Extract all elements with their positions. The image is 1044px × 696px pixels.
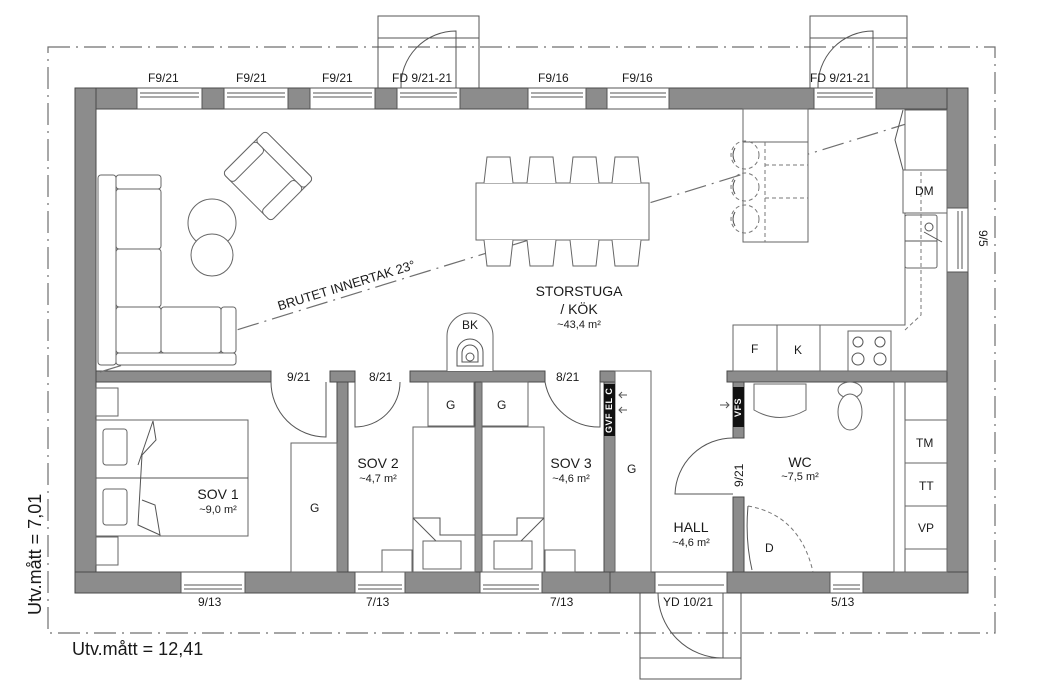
fixture-wardrobe-sov1: G xyxy=(310,501,320,515)
label-window-bottom-1: 9/13 xyxy=(198,595,222,609)
label-window-bottom-4: 5/13 xyxy=(831,595,855,609)
fixture-wardrobe-sov2: G xyxy=(446,398,456,412)
coffee-table-small xyxy=(190,233,234,277)
fixture-shower: D xyxy=(765,541,774,555)
label-door-bottom: YD 10/21 xyxy=(663,595,714,609)
wardrobe-sov2 xyxy=(427,381,475,427)
fixture-wardrobe-sov3: G xyxy=(497,398,507,412)
windows-bottom xyxy=(180,571,864,594)
windows-top xyxy=(136,87,877,110)
room-wc-area: ~7,5 m² xyxy=(781,471,819,483)
room-sov2-area: ~4,7 m² xyxy=(359,473,397,485)
room-sov3-area: ~4,6 m² xyxy=(552,473,590,485)
wardrobe-sov1 xyxy=(290,442,338,573)
wash-basin xyxy=(753,383,807,418)
fixture-wardrobe-hall: G xyxy=(627,462,637,476)
door-swing-wc xyxy=(674,437,734,495)
label-door-sov2: 8/21 xyxy=(369,370,393,384)
label-door-top-right: FD 9/21-21 xyxy=(810,71,871,85)
wardrobe-sov3 xyxy=(481,381,529,427)
kitchen-counter xyxy=(732,109,948,372)
wardrobe-hall xyxy=(614,370,652,573)
fireplace xyxy=(446,312,494,371)
label-door-top-left: FD 9/21-21 xyxy=(392,71,453,85)
label-window-top-3: F9/21 xyxy=(322,71,353,85)
electrical-panel-label: GVF EL C xyxy=(604,384,615,436)
fixture-dishwasher: DM xyxy=(915,184,934,198)
fixture-tumble-dryer: TT xyxy=(919,479,934,493)
kitchen-island xyxy=(730,108,809,243)
shower-curtain xyxy=(747,505,814,573)
fixture-washing-machine: TM xyxy=(916,436,934,450)
dimension-height: Utv.mått = 7,01 xyxy=(25,493,45,615)
dimension-width: Utv.mått = 12,41 xyxy=(72,639,204,659)
door-swing-sov2 xyxy=(354,381,401,428)
label-window-top-5: F9/16 xyxy=(622,71,653,85)
label-door-sov3: 8/21 xyxy=(556,370,580,384)
water-panel-label: VFS xyxy=(733,387,744,427)
label-window-top-4: F9/16 xyxy=(538,71,569,85)
fixture-freezer: F xyxy=(751,342,759,356)
room-storstuga-name-2: / KÖK xyxy=(560,301,598,317)
dining-table xyxy=(475,156,650,267)
door-swing-sov1 xyxy=(270,381,327,438)
door-swing-sov3 xyxy=(544,381,601,428)
room-storstuga-area: ~43,4 m² xyxy=(557,319,601,331)
door-swing-fd-right xyxy=(817,30,874,89)
label-window-right: 9/5 xyxy=(976,230,990,247)
fixture-fireplace: BK xyxy=(462,318,479,332)
double-bed xyxy=(95,387,249,566)
fixture-fridge: K xyxy=(794,343,803,357)
toilet-bowl xyxy=(837,393,863,431)
armchair xyxy=(223,131,313,221)
label-door-sov1: 9/21 xyxy=(287,370,311,384)
label-window-bottom-2: 7/13 xyxy=(366,595,390,609)
label-window-top-1: F9/21 xyxy=(148,71,179,85)
room-storstuga-name: STORSTUGA xyxy=(535,283,623,299)
room-hall-area: ~4,6 m² xyxy=(672,537,710,549)
label-window-top-2: F9/21 xyxy=(236,71,267,85)
door-swing-yd xyxy=(657,592,724,659)
wall-hall-wc-lower xyxy=(732,496,745,573)
outer-dimension-outline xyxy=(47,46,996,634)
room-sov1-name: SOV 1 xyxy=(197,486,239,502)
wall-sov2-sov3 xyxy=(474,381,483,573)
fixture-heat-pump: VP xyxy=(918,521,935,535)
label-door-wc: 9/21 xyxy=(732,463,746,487)
door-swing-fd-left xyxy=(400,30,457,89)
room-sov1-area: ~9,0 m² xyxy=(199,504,237,516)
room-sov3-name: SOV 3 xyxy=(550,455,592,471)
room-sov2-name: SOV 2 xyxy=(357,455,399,471)
label-window-bottom-3: 7/13 xyxy=(550,595,574,609)
sofa xyxy=(97,174,237,366)
room-wc-name: WC xyxy=(788,454,812,470)
room-hall-name: HALL xyxy=(673,519,709,535)
